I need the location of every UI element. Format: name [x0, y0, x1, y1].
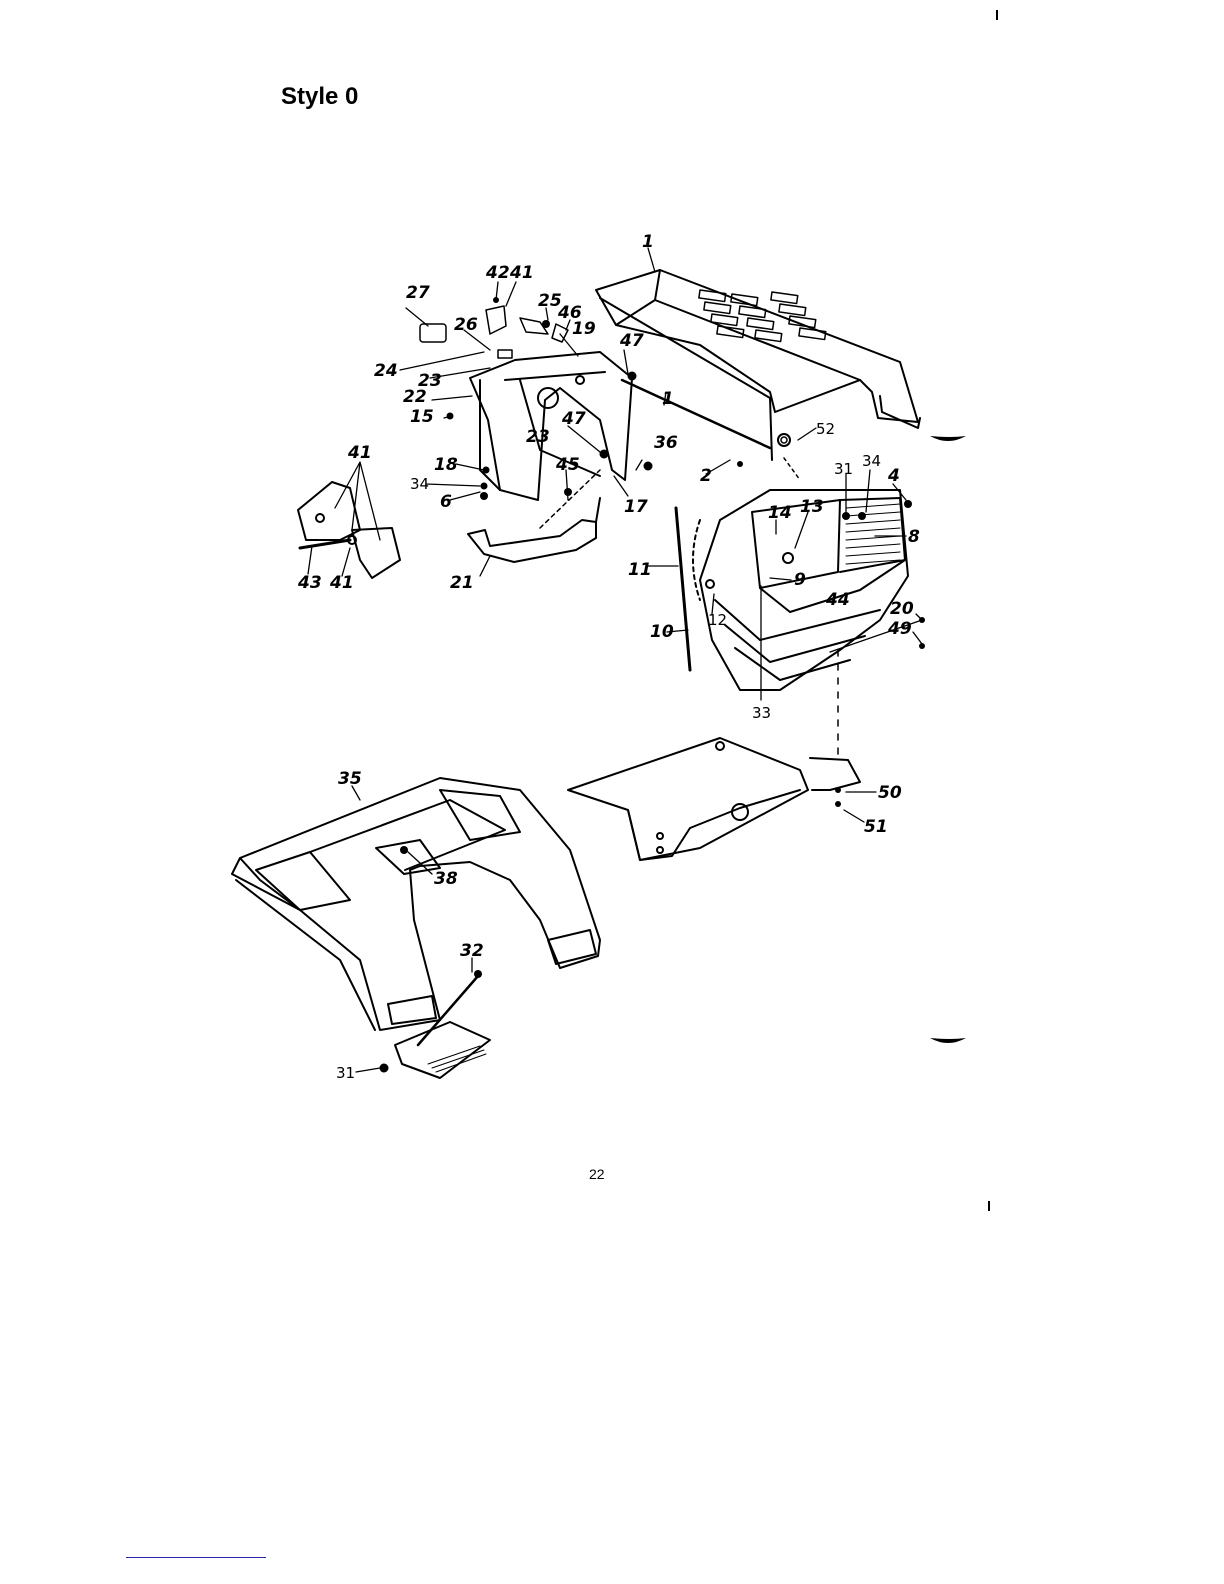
callout-44: 44 — [825, 590, 850, 610]
callout-50: 50 — [878, 783, 902, 803]
callout-35: 35 — [338, 769, 362, 789]
callout-13: 13 — [800, 497, 824, 517]
margin-mark — [930, 436, 966, 441]
margin-tick — [988, 1201, 990, 1211]
callout-10: 10 — [650, 622, 674, 642]
callout-47b: 47 — [561, 409, 586, 429]
callout-34b: 34 — [862, 452, 881, 470]
hood-strap — [676, 508, 690, 670]
grille-housing — [700, 490, 908, 690]
callout-43: 43 — [297, 573, 322, 593]
step-plate — [395, 976, 490, 1078]
callout-27: 27 — [406, 283, 430, 303]
callout-12: 12 — [708, 611, 727, 629]
callout-9: 9 — [794, 570, 806, 590]
callout-23b: 23 — [526, 427, 550, 447]
footnote-divider — [126, 1557, 266, 1558]
callout-31: 31 — [834, 460, 853, 478]
callout-8: 8 — [908, 527, 920, 547]
callout-26: 26 — [454, 315, 478, 335]
pedal-bracket — [298, 482, 400, 578]
callout-52: 52 — [816, 420, 835, 438]
callout-32: 32 — [460, 941, 484, 961]
callout-33: 33 — [752, 704, 771, 722]
callout-1: 1 — [642, 232, 654, 252]
callout-45: 45 — [555, 455, 580, 475]
callout-15: 15 — [410, 407, 434, 427]
callout-34: 34 — [410, 475, 429, 493]
callout-41c: 41 — [329, 573, 354, 593]
rear-fender — [232, 778, 600, 1030]
hood-part — [596, 270, 920, 460]
callout-49: 49 — [887, 619, 912, 639]
callout-41b: 41 — [347, 443, 372, 463]
callout-47: 47 — [619, 331, 644, 351]
callout-36: 36 — [654, 433, 678, 453]
callout-42: 42 — [485, 263, 510, 283]
callout-11: 11 — [628, 560, 652, 580]
callout-41: 41 — [509, 263, 534, 283]
callout-38: 38 — [434, 869, 458, 889]
callout-46: 46 — [557, 303, 582, 323]
callout-21: 21 — [450, 573, 474, 593]
dash-bracket — [470, 352, 632, 500]
callout-1b: 1 — [662, 389, 674, 409]
callout-24: 24 — [374, 361, 398, 381]
margin-mark — [930, 1038, 966, 1043]
callout-4: 4 — [887, 466, 900, 486]
hood-rod — [622, 380, 770, 448]
callout-23: 23 — [418, 371, 442, 391]
callout-6: 6 — [440, 492, 452, 512]
margin-tick — [996, 10, 998, 20]
support-bracket — [468, 498, 600, 562]
callout-17: 17 — [624, 497, 648, 517]
callout-31b: 31 — [336, 1064, 355, 1082]
page-number: 22 — [589, 1166, 605, 1182]
callout-18: 18 — [434, 455, 458, 475]
callout-2: 2 — [700, 466, 712, 486]
frame-rail — [568, 738, 860, 860]
callout-14: 14 — [768, 503, 792, 523]
callout-51: 51 — [864, 817, 888, 837]
callout-20: 20 — [890, 599, 914, 619]
